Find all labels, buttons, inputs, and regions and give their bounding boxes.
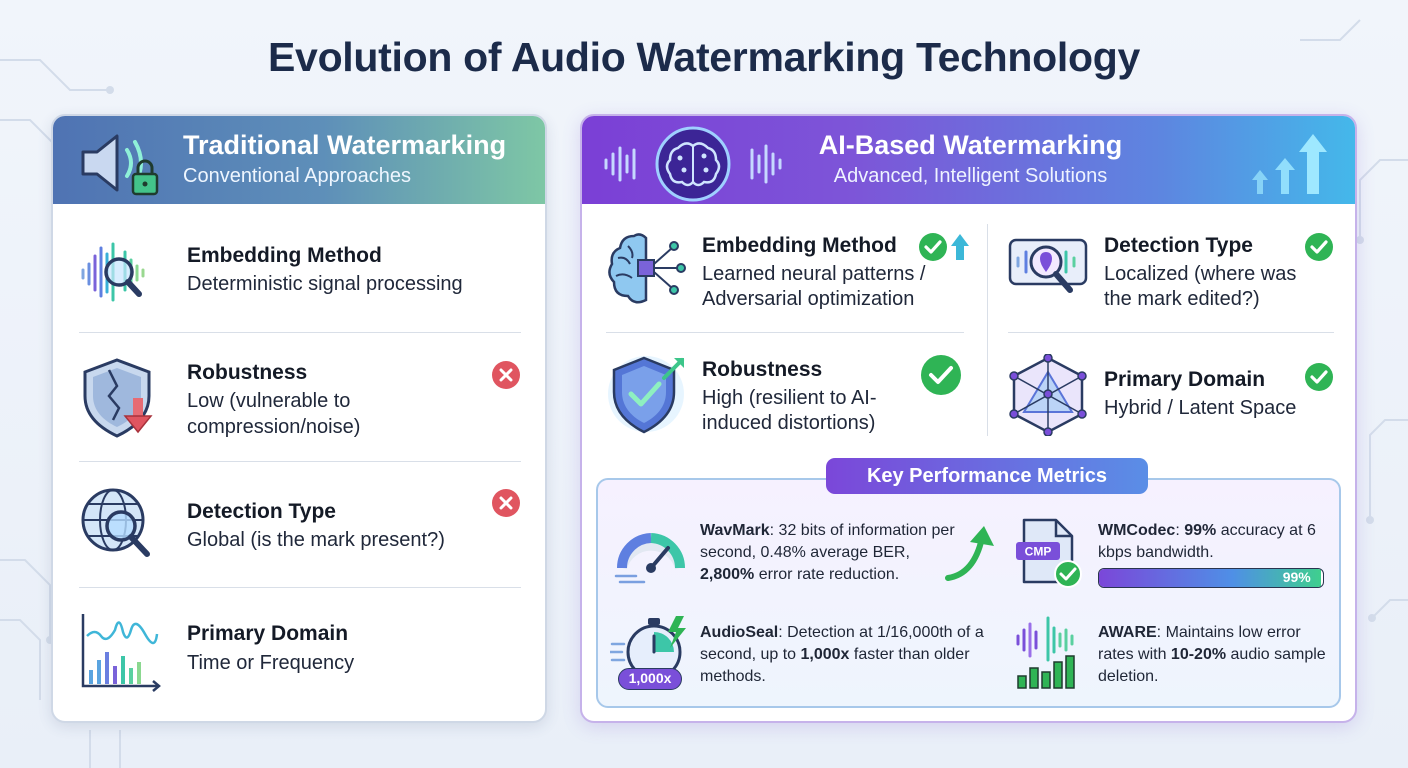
speedometer-icon (614, 533, 685, 584)
traditional-subtitle: Conventional Approaches (183, 165, 411, 187)
check-circle-icon (1305, 363, 1333, 391)
metric-wmcodec: WMCodec: 99% accuracy at 6 kbps bandwidt… (1098, 522, 1316, 561)
waveform-magnifier-icon (81, 242, 145, 302)
row-desc: Low (vulnerable to compression/noise) (187, 390, 361, 438)
growth-arrow-icon (945, 526, 994, 581)
stopwatch-icon (610, 616, 686, 680)
latent-space-cube-icon (1009, 354, 1087, 436)
cell-desc: Hybrid / Latent Space (1104, 397, 1297, 419)
ai-cell-embedding: Embedding Method Learned neural patterns… (604, 228, 974, 318)
check-circle-icon (1305, 233, 1333, 261)
traditional-row-robustness: Robustness Low (vulnerable to compressio… (79, 356, 521, 446)
traditional-row-detection: Detection Type Global (is the mark prese… (79, 486, 521, 566)
traditional-watermarking-card: Traditional Watermarking Conventional Ap… (51, 114, 547, 723)
globe-magnifier-icon (81, 488, 150, 557)
row-title: Robustness (187, 361, 308, 384)
divider (987, 224, 988, 436)
metric-wavmark: WavMark: 32 bits of information per seco… (700, 522, 955, 583)
cell-desc: Localized (where was the mark edited?) (1104, 263, 1297, 310)
ai-header: AI-Based Watermarking Advanced, Intellig… (582, 116, 1355, 204)
check-circle-icon (921, 355, 961, 395)
metric-audioseal: AudioSeal: Detection at 1/16,000th of a … (700, 624, 984, 685)
page-title: Evolution of Audio Watermarking Technolo… (268, 34, 1140, 80)
neural-waveform-icon (604, 126, 782, 202)
upward-arrows-icon (1252, 134, 1327, 194)
traditional-row-embedding: Embedding Method Deterministic signal pr… (79, 234, 521, 304)
ai-watermarking-card: AI-Based Watermarking Advanced, Intellig… (580, 114, 1357, 723)
divider (79, 587, 521, 588)
compressed-file-check-icon: CMP (1016, 518, 1082, 588)
ai-subtitle: Advanced, Intelligent Solutions (833, 165, 1108, 187)
cell-desc: Learned neural patterns / Adversarial op… (702, 263, 926, 310)
cmp-badge: CMP (1025, 545, 1052, 559)
divider (606, 332, 964, 333)
accuracy-bar-fill: 99% (1099, 569, 1321, 587)
x-circle-icon (492, 489, 520, 517)
brain-circuit-icon (608, 233, 686, 304)
divider (79, 461, 521, 462)
speed-badge: 1,000x (618, 668, 682, 690)
audio-bars-icon (1016, 616, 1075, 689)
row-desc: Global (is the mark present?) (187, 529, 445, 551)
ai-title: AI-Based Watermarking (818, 130, 1123, 160)
wmcodec-accuracy-bar: 99% (1098, 568, 1324, 588)
up-arrow-icon (951, 234, 969, 260)
traditional-header: Traditional Watermarking Conventional Ap… (53, 116, 545, 204)
broken-shield-icon (83, 358, 153, 438)
row-title: Detection Type (187, 500, 336, 523)
audio-localize-icon (1008, 238, 1088, 293)
ai-cell-domain: Primary Domain Hybrid / Latent Space (1006, 352, 1336, 442)
cell-title: Robustness (702, 358, 823, 381)
metric-aware: AWARE: Maintains low error rates with 10… (1098, 624, 1326, 685)
shield-check-icon (608, 356, 684, 434)
check-circle-icon (919, 233, 947, 261)
ai-cell-detection: Detection Type Localized (where was the … (1006, 228, 1336, 318)
cell-title: Detection Type (1104, 234, 1253, 257)
row-title: Embedding Method (187, 244, 382, 267)
cell-desc: High (resilient to AI-induced distortion… (702, 387, 877, 434)
speaker-lock-icon (81, 134, 159, 196)
ai-cell-robustness: Robustness High (resilient to AI-induced… (604, 352, 974, 442)
x-circle-icon (492, 361, 520, 389)
cell-title: Primary Domain (1104, 368, 1266, 391)
row-desc: Deterministic signal processing (187, 273, 463, 295)
traditional-title: Traditional Watermarking (183, 130, 507, 160)
time-frequency-chart-icon (81, 614, 161, 692)
row-title: Primary Domain (187, 622, 349, 645)
divider (79, 332, 521, 333)
key-performance-metrics-panel: Key Performance Metrics WavMark: 32 bits… (596, 458, 1341, 708)
metrics-title: Key Performance Metrics (826, 458, 1148, 494)
divider (1008, 332, 1334, 333)
row-desc: Time or Frequency (187, 652, 355, 674)
cell-title: Embedding Method (702, 234, 897, 257)
traditional-row-domain: Primary Domain Time or Frequency (79, 610, 521, 692)
